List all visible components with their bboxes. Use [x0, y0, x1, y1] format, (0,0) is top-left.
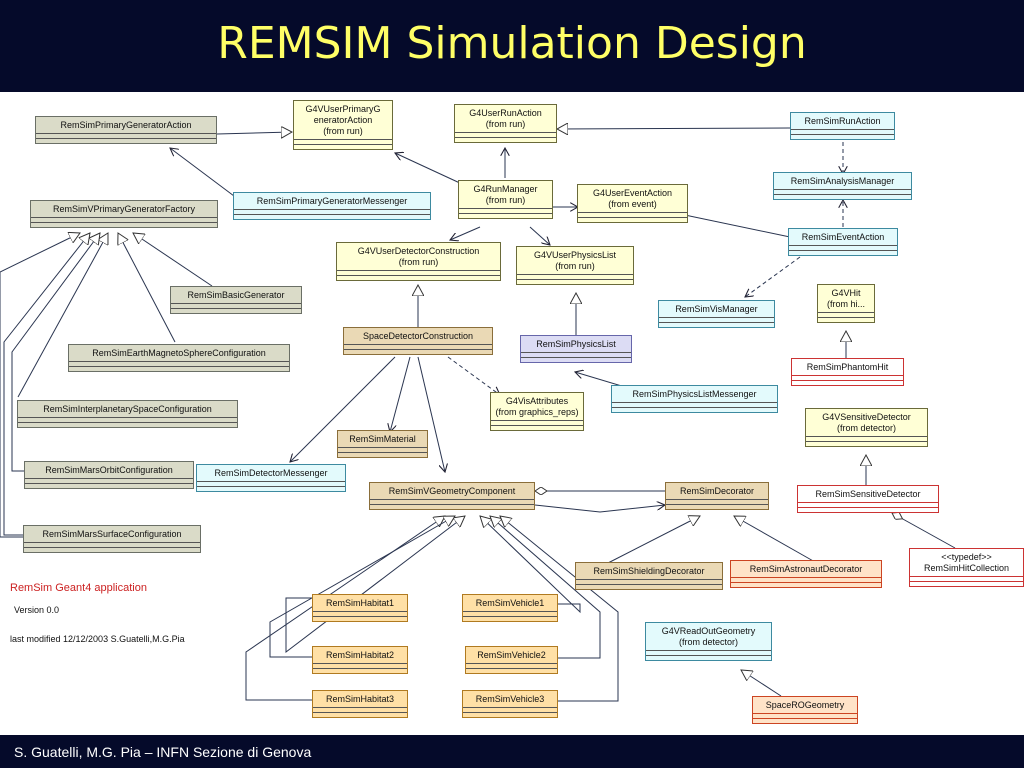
edge — [480, 516, 581, 614]
class-g4vis-attributes[interactable]: G4VisAttributes (from graphics_reps) — [490, 392, 584, 431]
class-remsim-sensitive-detector[interactable]: RemSimSensitiveDetector — [797, 485, 939, 513]
class-remsim-vehicle2[interactable]: RemSimVehicle2 — [465, 646, 558, 674]
class-g4user-run-action[interactable]: G4UserRunAction (from run) — [454, 104, 557, 143]
edge — [417, 356, 445, 472]
class-remsim-habitat3[interactable]: RemSimHabitat3 — [312, 690, 408, 718]
class-g4user-event-action[interactable]: G4UserEventAction (from event) — [577, 184, 688, 223]
class-remsim-habitat2[interactable]: RemSimHabitat2 — [312, 646, 408, 674]
note-version: Version 0.0 — [14, 605, 60, 615]
class-g4vreadout-geometry[interactable]: G4VReadOutGeometry (from detector) — [645, 622, 772, 661]
edge — [216, 132, 292, 134]
class-g4vhit[interactable]: G4VHit (from hi... — [817, 284, 875, 323]
class-remsim-decorator[interactable]: RemSimDecorator — [665, 482, 769, 510]
edge — [118, 233, 176, 343]
class-remsim-earth-magnetosphere-configuration[interactable]: RemSimEarthMagnetoSphereConfiguration — [68, 344, 290, 372]
edge — [285, 516, 465, 654]
edge — [245, 516, 445, 701]
slide-footer: S. Guatelli, M.G. Pia – INFN Sezione di … — [14, 744, 312, 760]
uml-class-diagram: RemSimPrimaryGeneratorAction G4VUserPrim… — [0, 92, 1024, 735]
edge — [557, 128, 791, 129]
edge — [607, 516, 700, 564]
class-g4-run-manager[interactable]: G4RunManager (from run) — [458, 180, 553, 219]
class-g4vuser-primary-generator-action[interactable]: G4VUserPrimaryG eneratorAction (from run… — [293, 100, 393, 150]
class-remsim-event-action[interactable]: RemSimEventAction — [788, 228, 898, 256]
edge — [0, 233, 80, 538]
class-remsim-mars-orbit-configuration[interactable]: RemSimMarsOrbitConfiguration — [24, 461, 194, 489]
edge — [490, 516, 601, 659]
edge — [395, 153, 463, 185]
class-remsim-vis-manager[interactable]: RemSimVisManager — [658, 300, 775, 328]
class-remsim-run-action[interactable]: RemSimRunAction — [790, 112, 895, 140]
edge — [290, 356, 396, 462]
class-remsim-primary-generator-action[interactable]: RemSimPrimaryGeneratorAction — [35, 116, 217, 144]
class-remsim-hit-collection[interactable]: <<typedef>> RemSimHitCollection — [909, 548, 1024, 587]
edge — [133, 233, 213, 287]
class-remsim-vgeometry-component[interactable]: RemSimVGeometryComponent — [369, 482, 535, 510]
edge — [745, 256, 801, 297]
class-remsim-habitat1[interactable]: RemSimHabitat1 — [312, 594, 408, 622]
class-remsim-physics-list[interactable]: RemSimPhysicsList — [520, 335, 632, 363]
class-remsim-basic-generator[interactable]: RemSimBasicGenerator — [170, 286, 302, 314]
class-remsim-physics-list-messenger[interactable]: RemSimPhysicsListMessenger — [611, 385, 778, 413]
edge — [11, 233, 100, 472]
class-remsim-analysis-manager[interactable]: RemSimAnalysisManager — [773, 172, 912, 200]
edge — [390, 356, 411, 432]
class-remsim-shielding-decorator[interactable]: RemSimShieldingDecorator — [575, 562, 723, 590]
diagram-connectors — [0, 92, 956, 702]
edge — [17, 233, 108, 398]
note-last-modified: last modified 12/12/2003 S.Guatelli,M.G.… — [10, 634, 185, 644]
class-g4vuser-detector-construction[interactable]: G4VUserDetectorConstruction (from run) — [336, 242, 501, 281]
class-remsim-astronaut-decorator[interactable]: RemSimAstronautDecorator — [730, 560, 882, 588]
edge — [450, 226, 481, 240]
edge — [269, 516, 455, 658]
class-remsim-material[interactable]: RemSimMaterial — [337, 430, 428, 458]
class-remsim-mars-surface-configuration[interactable]: RemSimMarsSurfaceConfiguration — [23, 525, 201, 553]
edge — [892, 513, 956, 549]
class-remsim-detector-messenger[interactable]: RemSimDetectorMessenger — [196, 464, 346, 492]
edge — [447, 356, 500, 395]
class-g4vsensitive-detector[interactable]: G4VSensitiveDetector (from detector) — [805, 408, 928, 447]
class-remsim-vprimary-generator-factory[interactable]: RemSimVPrimaryGeneratorFactory — [30, 200, 218, 228]
class-space-detector-construction[interactable]: SpaceDetectorConstruction — [343, 327, 493, 355]
class-remsim-phantom-hit[interactable]: RemSimPhantomHit — [791, 358, 904, 386]
class-remsim-vehicle1[interactable]: RemSimVehicle1 — [462, 594, 558, 622]
slide-title: REMSIM Simulation Design — [217, 18, 807, 69]
class-remsim-primary-generator-messenger[interactable]: RemSimPrimaryGeneratorMessenger — [233, 192, 431, 220]
class-remsim-vehicle3[interactable]: RemSimVehicle3 — [462, 690, 558, 718]
edge — [734, 516, 816, 563]
edge — [500, 516, 619, 702]
class-remsim-interplanetary-space-configuration[interactable]: RemSimInterplanetarySpaceConfiguration — [17, 400, 238, 428]
edge — [534, 505, 665, 513]
note-app-title: RemSim Geant4 application — [10, 582, 147, 594]
edge — [529, 226, 550, 245]
edge — [741, 670, 782, 697]
edge — [170, 148, 239, 200]
class-g4vuser-physics-list[interactable]: G4VUserPhysicsList (from run) — [516, 246, 634, 285]
edge — [3, 233, 90, 536]
class-space-ro-geometry[interactable]: SpaceROGeometry — [752, 696, 858, 724]
